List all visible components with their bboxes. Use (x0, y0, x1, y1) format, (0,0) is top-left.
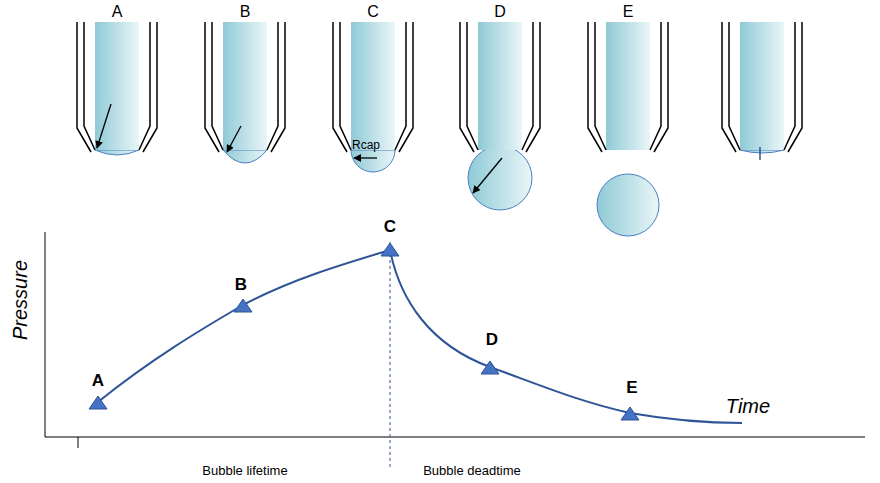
axis-title: Pressure (10, 260, 30, 340)
point-letter: E (626, 379, 637, 396)
capillary (333, 22, 413, 172)
stage-letter: B (240, 4, 251, 20)
pressure-curve (98, 250, 742, 423)
stage-letter: D (494, 4, 506, 20)
curve-markers (89, 243, 639, 420)
point-letter: A (92, 372, 104, 389)
capillary (588, 22, 668, 236)
point-letter: C (384, 218, 396, 235)
divider-line (390, 242, 391, 470)
point-letter: D (486, 331, 498, 348)
stage-letter: C (367, 4, 379, 20)
stage-letter: A (112, 4, 123, 20)
phase-label: Bubble deadtime (423, 464, 521, 477)
radius-label: Rcap (352, 139, 380, 151)
capillary (205, 22, 285, 163)
point-letter: B (235, 276, 247, 293)
capillary (722, 22, 802, 160)
phase-label: Bubble lifetime (202, 464, 287, 477)
capillary (77, 22, 157, 155)
axis-title: Time (726, 396, 770, 416)
stage-letter: E (623, 4, 634, 20)
axes (45, 232, 865, 448)
capillary (460, 22, 540, 210)
